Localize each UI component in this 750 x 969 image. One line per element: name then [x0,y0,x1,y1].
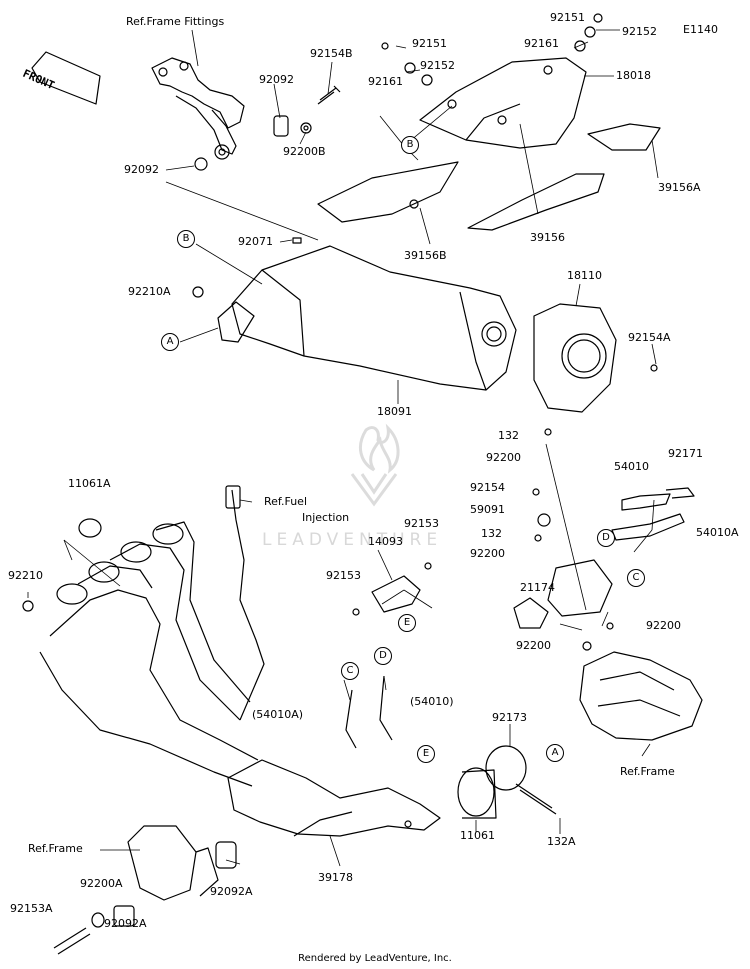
part-label: 92210 [8,569,43,582]
clips-54010 [611,487,695,541]
frame-mount-left [127,825,219,901]
callout-e: E [398,614,416,632]
part-label: 54010 [614,460,649,473]
part-label: 92152 [622,25,657,38]
ref-fuel-injection-line1: Ref.Fuel [264,495,308,508]
leader-lines [27,29,659,867]
ref-fuel-injection-line2: Injection [302,511,350,524]
watermark-logo [350,423,400,507]
diagram-code: E1140 [683,23,718,36]
nut-92210A [192,286,204,298]
part-label: 132A [547,835,576,848]
part-label: 92210A [128,285,171,298]
header-pipes [22,518,259,787]
part-label: 54010A [696,526,739,539]
part-label: 11061A [68,477,111,490]
part-label: 14093 [368,535,403,548]
callout-c: C [627,569,645,587]
part-label: 11061 [460,829,495,842]
part-label: 92154A [628,331,671,344]
part-label: 92200 [470,547,505,560]
callout-c: C [341,662,359,680]
top-fasteners [381,13,603,86]
callout-a: A [546,744,564,762]
part-label: 92171 [668,447,703,460]
pad-39156B [317,161,459,223]
end-cap-cover [533,303,658,413]
part-label: 132 [481,527,502,540]
cover-14093 [352,562,432,616]
callout-e: E [417,745,435,763]
part-label: 92154 [470,481,505,494]
callout-b: B [177,230,195,248]
clamp-92173 [485,745,557,815]
grommet-92092 [194,115,312,171]
part-label: 92200 [486,451,521,464]
part-label: 92151 [412,37,447,50]
pad-39156 [467,173,605,231]
pad-39156A [587,123,661,151]
sleeve-11061 [457,767,497,819]
callout-d: D [597,529,615,547]
part-label: 132 [498,429,519,442]
part-label: 92153A [10,902,53,915]
watermark-text: LEADVENTURE [262,530,443,550]
part-label: 92161 [524,37,559,50]
part-label: 39156A [658,181,701,194]
part-label: 39156 [530,231,565,244]
part-label: 92173 [492,711,527,724]
callout-b: B [401,136,419,154]
part-label: 92092A [104,917,147,930]
part-label: (54010A) [252,708,304,721]
frame-fitting-bracket [151,57,245,160]
bottom-fasteners [53,841,237,955]
cables-54010 [345,675,393,749]
part-label: 39156B [404,249,447,262]
servo-assembly [513,428,614,651]
frame-bracket-right [579,651,703,741]
ref-frame-right: Ref.Frame [620,765,675,778]
part-label: 92092 [259,73,294,86]
o2-sensor-harness [225,485,265,721]
footer-credit: Rendered by LeadVenture, Inc. [298,953,452,964]
part-label: 18091 [377,405,412,418]
muffler-body [217,245,517,391]
part-label: 92151 [550,11,585,24]
front-arrow [31,51,101,105]
clip-92071 [292,237,302,244]
part-label: 92153 [404,517,439,530]
part-label: 92200 [516,639,551,652]
part-label: 92071 [238,235,273,248]
part-label: 21174 [520,581,555,594]
part-label: 59091 [470,503,505,516]
part-label: (54010) [410,695,454,708]
part-label: 92153 [326,569,361,582]
collector-pipe [227,759,441,837]
ref-frame-fittings: Ref.Frame Fittings [126,15,225,28]
part-label: 92200 [646,619,681,632]
callout-d: D [374,647,392,665]
callout-a: A [161,333,179,351]
part-label: 39178 [318,871,353,884]
ref-frame-left: Ref.Frame [28,842,83,855]
part-label: 92092A [210,885,253,898]
part-label: 92161 [368,75,403,88]
part-label: 92152 [420,59,455,72]
part-label: 92154B [310,47,353,60]
part-label: 18110 [567,269,602,282]
part-label: 92200B [283,145,326,158]
part-label: 92092 [124,163,159,176]
heat-shield-cover [419,57,587,149]
part-label: 18018 [616,69,651,82]
part-label: 92200A [80,877,123,890]
